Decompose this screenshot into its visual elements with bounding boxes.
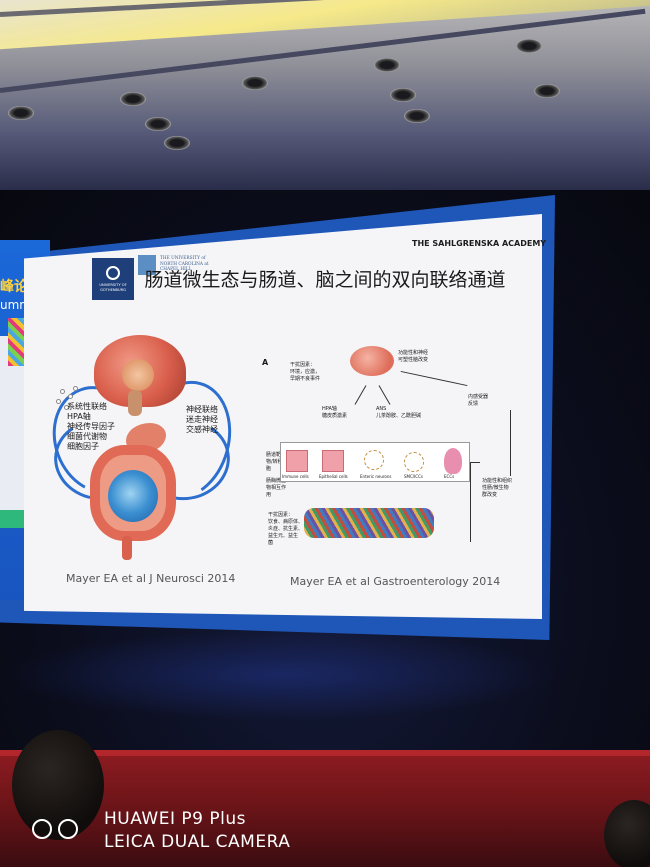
unc-logo: THE UNIVERSITY of NORTH CAROLINA at CHAP… [138,255,218,275]
ceiling [0,0,650,190]
feedback-line [510,410,511,476]
ceiling-spotlight [516,39,542,53]
functional-change-line2: 性肠/微生物 [482,485,509,491]
label-bacterial-metabolites: 细菌代谢物 [67,432,107,441]
stage [0,750,650,867]
stress-factors-line2: 环境，应激， [290,369,321,375]
microbiota-band-illustration [304,508,434,538]
ceiling-spotlight [8,106,34,120]
diet-factors-line3: 炎症、抗生素、 [268,526,304,532]
label-sympathetic: 交感神经 [186,425,218,434]
label-hpa-axis: HPA轴 [67,412,91,421]
gut-target-line1: 肠道靶向 [266,452,287,458]
functional-change-line1: 功能性和组织 [482,478,513,484]
unc-logo-text: THE UNIVERSITY of NORTH CAROLINA at CHAP… [160,256,209,272]
metabolites-line3: 用 [266,492,272,498]
brain-inner-structure [118,358,158,392]
smc-icc-illustration [404,452,424,472]
small-brain-illustration [350,346,394,376]
ans-line1: ANS [376,406,387,412]
screen-glow [0,630,560,720]
label-neural: 神经联络 [186,405,218,414]
visceral-feedback-line1: 内感受器 [468,394,489,400]
gut-target-line3: 胞 [266,466,272,472]
label-vagus: 迷走神经 [186,415,218,424]
label-systemic: 系统性联络 [67,402,107,411]
bubble-icon [64,405,69,410]
brain-change-line1: 功能性和神经 [398,350,429,356]
rectum-illustration [122,536,132,560]
panel-letter: A [262,358,269,367]
functional-change-line3: 群改变 [482,492,498,498]
ceiling-spotlight [374,58,400,72]
ceiling-spotlight [404,109,430,123]
label-cytokines: 细胞因子 [67,442,99,451]
metabolites-line1: 肠酶微生 [266,478,287,484]
gut-target-line2: 物/转移细 [266,459,288,465]
ans-line2: 儿茶酚胺、乙酰胆碱 [376,413,422,419]
cell-label-enteric: Enteric neurons [360,474,392,479]
label-neurotransmitter: 神经传导因子 [67,422,115,431]
immune-cell-illustration [286,450,308,472]
bubble-icon [73,386,78,391]
audience-head [604,800,650,867]
ceiling-spotlight [534,84,560,98]
diet-factors-line4: 益生元、益生 [268,533,299,539]
ceiling-spotlight [242,76,268,90]
bubble-icon [60,389,65,394]
unc-building-icon [138,255,156,275]
brain-change-line2: 可塑性脑改变 [398,357,429,363]
stress-factors-line3: 早期不良事件 [290,376,321,382]
visceral-feedback-line2: 反馈 [468,401,479,407]
enteric-neuron-illustration [364,450,384,470]
stress-factors-line1: 干扰因素： [290,362,316,368]
brain-stem [128,390,142,416]
bubble-icon [56,399,61,404]
camera-logo [32,819,78,841]
side-panel-green-block [0,510,28,528]
hpa-line1: HPA轴 [322,406,337,412]
bracket-line [470,462,471,542]
diet-factors-line5: 菌 [268,540,274,546]
epithelial-cell-illustration [322,450,344,472]
gothenburg-logo: UNIVERSITY OF GOTHENBURG [92,258,134,300]
reference-right: Mayer EA et al Gastroenterology 2014 [290,575,501,588]
cell-label-immune: Immune cells [282,474,309,479]
ceiling-spotlight [390,88,416,102]
watermark-camera: LEICA DUAL CAMERA [104,832,291,852]
diet-factors-line1: 干扰因素： [268,512,294,518]
microbiota-illustration [108,470,158,522]
hpa-line2: 糖皮质激素 [322,413,348,419]
gothenburg-logo-text: UNIVERSITY OF GOTHENBURG [99,283,127,292]
stage-edge [0,750,650,756]
reference-left: Mayer EA et al J Neurosci 2014 [66,572,236,585]
audience-head [12,730,104,840]
metabolites-line2: 物相互作 [266,485,287,491]
watermark-model: HUAWEI P9 Plus [104,809,246,829]
cell-label-ecc: ECCs [444,474,455,479]
bracket-line [470,462,480,463]
ceiling-spotlight [120,92,146,106]
cell-label-epithelial: Epithelial cells [319,474,348,479]
slide-title: 肠道微生态与肠道、脑之间的双向联络通道 [144,269,506,291]
ecc-illustration [444,448,462,474]
ceiling-spotlight [145,117,171,131]
diet-factors-line2: 饮食、病原体、 [268,519,304,525]
lens-ring-icon [58,819,78,839]
bubble-icon [68,394,73,399]
ceiling-spotlight [164,136,190,150]
academy-header: THE SAHLGRENSKA ACADEMY [412,239,547,248]
seal-icon [106,266,120,280]
lens-ring-icon [32,819,52,839]
cell-label-smc: SMC/ICCs [404,474,423,479]
